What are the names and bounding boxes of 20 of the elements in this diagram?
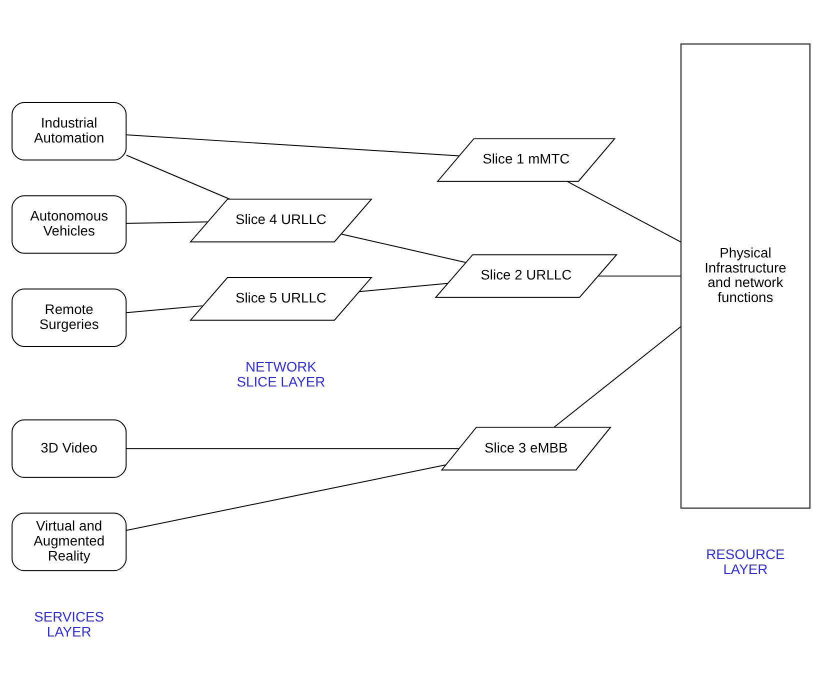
connector (126, 220, 208, 224)
connector (598, 275, 682, 276)
label: NETWORK SLICE LAYER (236, 358, 326, 389)
node-box: Autonomous Vehicles (12, 194, 127, 254)
connector (566, 180, 682, 242)
node-box: Physical Infrastructure and network functions (680, 42, 810, 508)
node-box: Industrial Automation (12, 102, 127, 160)
label: SERVICES LAYER (34, 608, 104, 639)
node-box: Remote Surgeries (12, 288, 127, 346)
connector (340, 233, 466, 263)
connector (358, 282, 448, 292)
node-box: Virtual and Augmented Reality (12, 512, 127, 571)
connector (126, 464, 446, 530)
node-box: 3D Video (12, 418, 127, 478)
connector (126, 154, 230, 200)
connector (126, 304, 204, 313)
label: RESOURCE LAYER (706, 545, 785, 576)
connector (126, 448, 460, 449)
connector (126, 134, 460, 156)
connector (554, 326, 682, 428)
